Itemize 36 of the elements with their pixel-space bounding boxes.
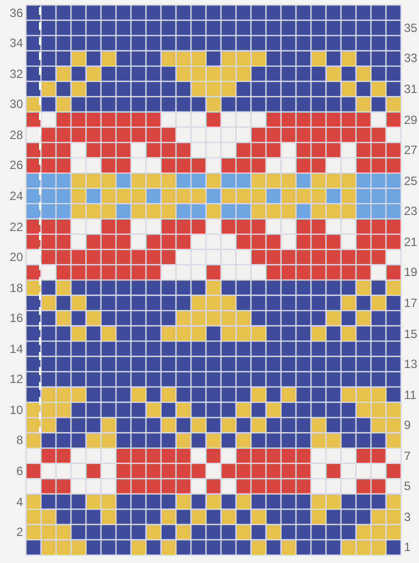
row-number: 31 bbox=[404, 82, 418, 96]
row-number: 6 bbox=[16, 464, 23, 478]
row-number: 10 bbox=[10, 402, 23, 417]
row-number: 26 bbox=[10, 158, 23, 172]
row-number: 24 bbox=[10, 189, 23, 203]
row-number: 28 bbox=[10, 128, 23, 142]
row-number: 27 bbox=[404, 143, 418, 158]
row-number: 22 bbox=[10, 220, 23, 234]
row-number: 4 bbox=[16, 494, 23, 509]
row-number: 15 bbox=[404, 326, 418, 341]
row-number: 8 bbox=[16, 433, 23, 448]
row-number: 21 bbox=[404, 234, 418, 249]
row-number: 3 bbox=[404, 510, 411, 524]
row-number: 19 bbox=[404, 265, 418, 280]
row-number: 12 bbox=[10, 372, 23, 386]
row-number: 34 bbox=[10, 36, 23, 50]
row-number: 36 bbox=[10, 6, 23, 20]
row-number: 14 bbox=[10, 342, 23, 356]
row-number: 7 bbox=[404, 448, 411, 463]
row-number: 32 bbox=[10, 66, 23, 81]
row-number: 17 bbox=[404, 296, 418, 310]
row-number: 25 bbox=[404, 174, 418, 188]
row-number: 23 bbox=[404, 204, 418, 218]
row-number: 16 bbox=[10, 311, 23, 326]
row-number: 29 bbox=[404, 112, 418, 127]
row-number: 1 bbox=[404, 540, 411, 554]
row-number: 2 bbox=[16, 525, 23, 540]
row-number: 11 bbox=[404, 388, 416, 402]
row-number: 9 bbox=[404, 418, 411, 432]
row-number: 35 bbox=[404, 20, 418, 35]
row-number: 5 bbox=[404, 479, 411, 494]
row-number: 18 bbox=[10, 280, 23, 295]
row-number: 20 bbox=[10, 250, 23, 264]
row-number: 33 bbox=[404, 51, 418, 66]
row-number: 13 bbox=[404, 357, 418, 372]
row-number: 30 bbox=[10, 97, 23, 112]
